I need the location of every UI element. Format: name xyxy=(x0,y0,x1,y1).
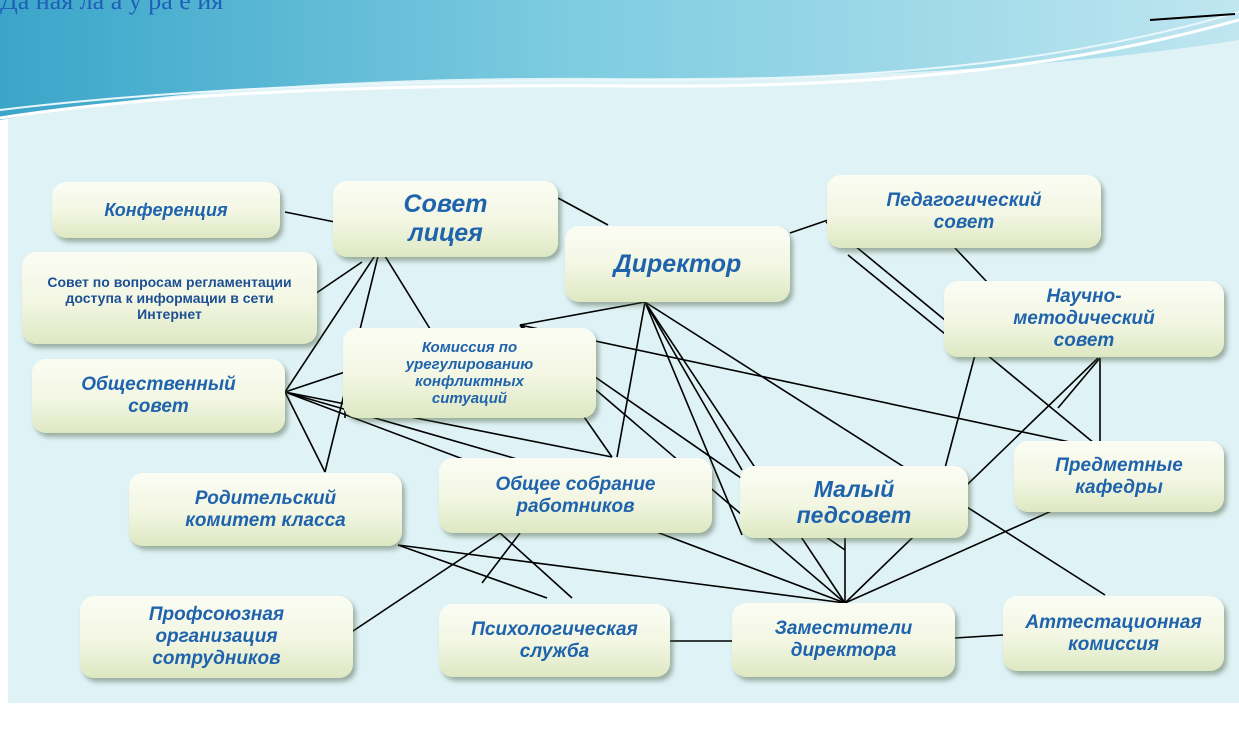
node-obshchee-sobranie: Общее собрание работников xyxy=(439,458,712,533)
node-label: Малый педсовет xyxy=(796,475,912,528)
node-label: Общественный совет xyxy=(81,374,236,417)
node-label: Конференция xyxy=(104,199,228,220)
node-predmetnye-kafedry: Предметные кафедры xyxy=(1014,441,1224,512)
node-label: Профсоюзная организация сотрудников xyxy=(148,604,285,669)
node-psikhologicheskaya-sluzhba: Психологическая служба xyxy=(439,604,670,677)
slide-title: Да ная ла а у ра е ия xyxy=(0,0,224,15)
node-sovet-litseya: Совет лицея xyxy=(333,181,558,257)
node-pedagogicheskiy-sovet: Педагогический совет xyxy=(827,175,1101,248)
node-profsoyuznaya-organizatsiya: Профсоюзная организация сотрудников xyxy=(80,596,353,678)
node-label: Директор xyxy=(613,249,742,278)
node-label: Педагогический совет xyxy=(886,189,1042,233)
node-label: Аттестационная комиссия xyxy=(1025,611,1202,655)
node-malyy-pedsovet: Малый педсовет xyxy=(740,466,968,538)
node-roditelskiy-komitet: Родительский комитет класса xyxy=(129,473,402,546)
node-label: Научно-методический совет xyxy=(1013,286,1155,351)
node-label: Совет лицея xyxy=(403,190,488,247)
node-obshchestvennyy-sovet: Общественный совет xyxy=(32,359,285,433)
node-direktor: Директор xyxy=(565,226,790,302)
node-label: Комиссия по урегулированию конфликтных с… xyxy=(405,338,534,408)
node-sovet-internet: Совет по вопросам регламентации доступа … xyxy=(22,252,317,344)
node-konferentsiya: Конференция xyxy=(52,182,280,238)
node-komissiya-konflikt: Комиссия по урегулированию конфликтных с… xyxy=(343,328,596,418)
node-label: Психологическая служба xyxy=(471,618,638,662)
node-label: Родительский комитет класса xyxy=(185,487,346,531)
header-wave-decoration xyxy=(0,0,1239,120)
node-label: Предметные кафедры xyxy=(1055,454,1183,498)
node-attestatsionnaya-komissiya: Аттестационная комиссия xyxy=(1003,596,1224,671)
node-label: Общее собрание работников xyxy=(495,473,656,517)
node-label: Совет по вопросам регламентации доступа … xyxy=(47,273,292,323)
node-nauchno-metodicheskiy-sovet: Научно-методический совет xyxy=(944,281,1224,357)
node-label: Заместители директора xyxy=(774,618,913,661)
node-zamestiteli-direktora: Заместители директора xyxy=(732,603,955,677)
